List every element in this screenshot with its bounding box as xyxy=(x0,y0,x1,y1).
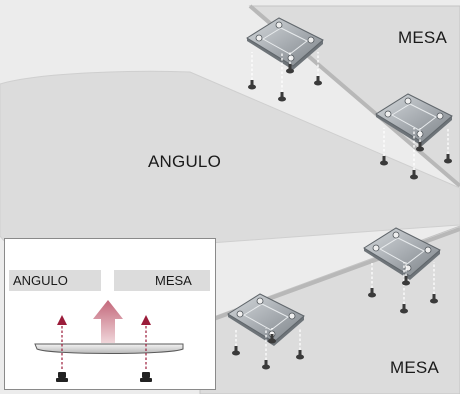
screw-icon xyxy=(368,262,376,298)
mounting-plates xyxy=(227,17,453,346)
inset-label-angulo: ANGULO xyxy=(13,273,68,288)
label-mesa-bottom: MESA xyxy=(390,358,439,377)
mounting-plate-icon xyxy=(246,17,324,70)
screw-icon xyxy=(248,52,256,90)
inset-mesa-bar xyxy=(114,270,210,291)
screw-icon xyxy=(400,262,408,314)
screw-icon xyxy=(410,128,418,180)
mounting-plate-icon xyxy=(375,93,453,146)
screw-icon xyxy=(268,328,276,344)
dashed-arrow-right-icon xyxy=(141,315,151,369)
up-arrow-icon xyxy=(93,300,123,343)
inset-label-mesa: MESA xyxy=(155,273,192,288)
mounting-plate-icon xyxy=(363,227,441,280)
screw-icon xyxy=(416,128,424,152)
screw-icon xyxy=(380,128,388,166)
label-mesa-top: MESA xyxy=(398,28,447,47)
dashed-arrow-left-icon xyxy=(57,315,67,369)
screw-icon xyxy=(444,128,452,164)
screw-icon xyxy=(286,52,294,74)
screw-icon xyxy=(232,328,240,356)
screw-icon xyxy=(140,372,152,382)
screw-icon xyxy=(296,328,304,360)
screw-icon xyxy=(402,262,410,286)
detail-inset: ANGULO MESA xyxy=(4,238,216,390)
screw-icon xyxy=(56,372,68,382)
screws xyxy=(232,52,452,370)
screw-icon xyxy=(314,52,322,86)
plate-cross-section xyxy=(34,343,184,354)
inset-angulo-bar xyxy=(9,270,101,291)
label-angulo: ANGULO xyxy=(148,152,221,171)
screw-icon xyxy=(430,262,438,304)
screw-icon xyxy=(278,52,286,102)
inset-drawing xyxy=(34,300,184,382)
screw-icon xyxy=(262,328,270,370)
